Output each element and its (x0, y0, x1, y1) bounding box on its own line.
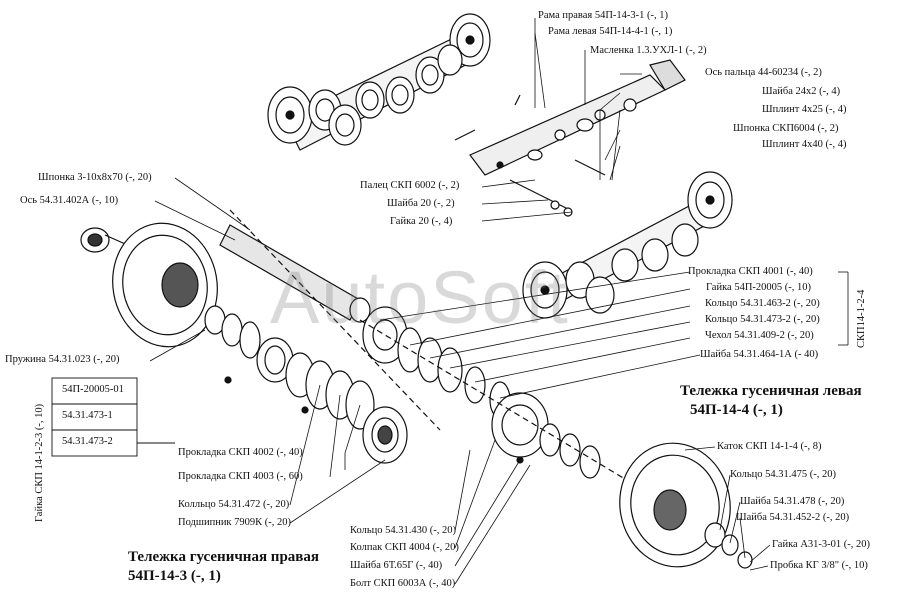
label-gasket-skp4003: Прокладка СКП 4003 (-, 60) (178, 471, 303, 482)
label-washer-6t: Шайба 6Т.65Г (-, 40) (350, 560, 443, 571)
label-gasket-skp4001: Прокладка СКП 4001 (-, 40) (688, 266, 813, 277)
label-washer-452-2: Шайба 54.31.452-2 (-, 20) (736, 512, 850, 523)
roller-wheel-right (619, 442, 753, 569)
title-right-bogie-line2: 54П-14-3 (-, 1) (128, 568, 221, 584)
label-cover-409-2: Чехол 54.31.409-2 (-, 20) (705, 330, 814, 341)
bogie-assembly-top-left (267, 13, 491, 151)
label-nut-54p-20005: Гайка 54П-20005 (-, 10) (706, 282, 812, 293)
label-frame-left: Рама левая 54П-14-4-1 (-, 1) (548, 26, 673, 37)
watermark: AutoSoft (270, 256, 570, 339)
bogie-assembly-middle-right (522, 171, 733, 319)
label-roller-skp14: Каток СКП 14-1-4 (-, 8) (717, 441, 822, 452)
frame-top-right (454, 59, 686, 217)
label-gasket-skp4002: Прокладка СКП 4002 (-, 40) (178, 447, 303, 458)
label-cap-skp4004: Колпак СКП 4004 (-, 20) (350, 542, 459, 553)
label-grease-fitting: Масленка 1.3.УХЛ-1 (-, 2) (590, 45, 707, 56)
label-cotter-4x25: Шплинт 4х25 (-, 4) (762, 104, 847, 115)
axle-and-roller-left (80, 222, 371, 348)
label-washer-464-1a: Шайба 54.31.464-1А (- 40) (700, 349, 819, 360)
label-ring-463-2: Кольцо 54.31.463-2 (-, 20) (705, 298, 820, 309)
label-washer-20: Шайба 20 (-, 2) (387, 198, 455, 209)
title-left-bogie-line2: 54П-14-4 (-, 1) (690, 402, 783, 418)
kit-box-vertical-label: Гайка СКП 14-1-2-3 (-, 10) (34, 403, 45, 522)
label-cotter-4x40: Шплинт 4х40 (-, 4) (762, 139, 847, 150)
label-ring-472: Колльцо 54.31.472 (-, 20) (178, 499, 290, 510)
label-axle-402a: Ось 54.31.402А (-, 10) (20, 195, 119, 206)
kit-box (51, 377, 175, 457)
title-right-bogie-line1: Тележка гусеничная правая (128, 549, 320, 565)
leader-lines (149, 18, 849, 585)
label-bolt-skp6003a: Болт СКП 6003А (-, 40) (350, 578, 456, 589)
label-finger-skp6002: Палец СКП 6002 (-, 2) (360, 180, 460, 191)
label-key-3-10x8x70: Шпонка 3-10х8х70 (-, 20) (38, 172, 152, 183)
label-ring-473-2: Кольцо 54.31.473-2 (-, 20) (705, 314, 820, 325)
label-nut-a31: Гайка А31-3-01 (-, 20) (772, 539, 871, 550)
kit-box-item: 54.31.473-1 (62, 410, 113, 421)
label-ring-475: Кольцо 54.31.475 (-, 20) (730, 469, 836, 480)
bearing-stack-left-track (359, 306, 661, 501)
label-washer-478: Шайба 54.31.478 (-, 20) (740, 496, 845, 507)
kit-box-item: 54П-20005-01 (62, 384, 124, 395)
label-plug-kg: Пробка КГ 3/8" (-, 10) (770, 560, 868, 571)
label-spring-023: Пружина 54.31.023 (-, 20) (5, 354, 120, 365)
label-ring-430: Кольцо 54.31.430 (-, 20) (350, 525, 456, 536)
label-bearing-7909k: Подшипник 7909К (-, 20) (178, 517, 292, 528)
label-nut-20: Гайка 20 (-, 4) (390, 216, 453, 227)
kit-box-item: 54.31.473-2 (62, 436, 113, 447)
label-washer-24x2: Шайба 24х2 (-, 4) (762, 86, 841, 97)
title-left-bogie-line1: Тележка гусеничная левая (680, 383, 862, 399)
label-pin-axle: Ось пальца 44-60234 (-, 2) (705, 67, 822, 78)
label-key-skp6004: Шпонка СКП6004 (-, 2) (733, 123, 839, 134)
bracket-label: СКП14-1-2-4 (856, 289, 867, 348)
label-frame-right: Рама правая 54П-14-3-1 (-, 1) (538, 10, 669, 21)
